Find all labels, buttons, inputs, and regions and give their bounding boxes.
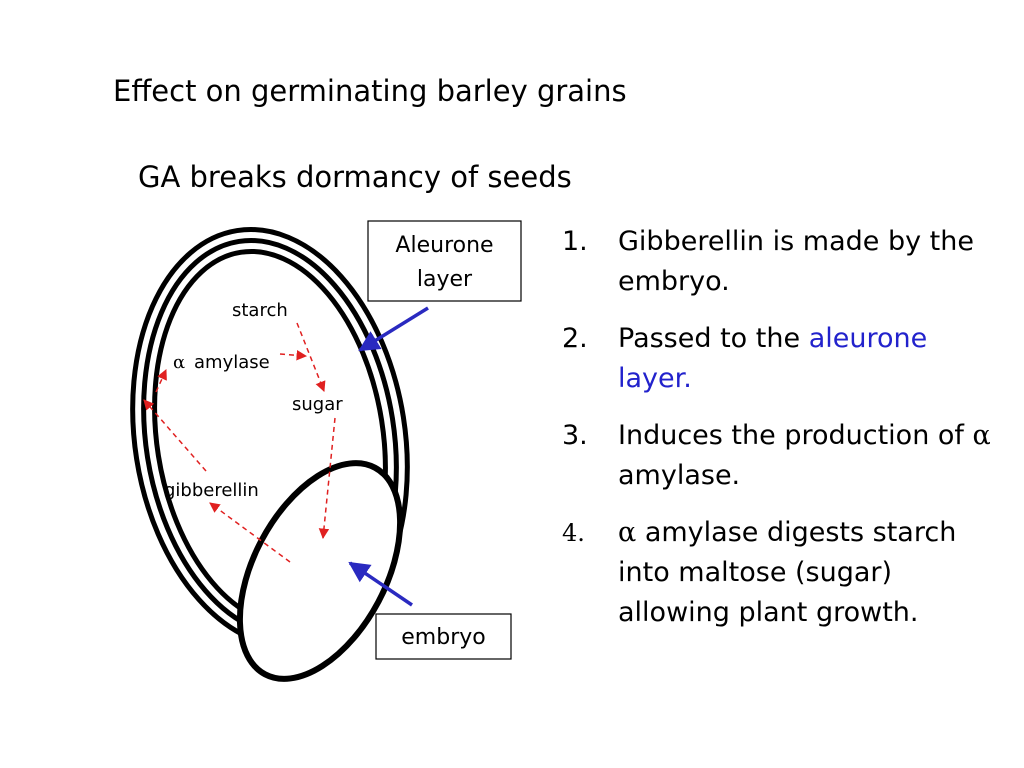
step-1-text: Gibberellin is made by the embryo. [618, 226, 974, 297]
aleurone-label-line1: Aleurone [395, 233, 493, 258]
step-3-text: Induces the production of [618, 420, 964, 451]
flow-arrow-amylase-to-starch [279, 350, 308, 361]
step-4-number: 4. [562, 519, 585, 547]
step-3-number: 3. [562, 420, 588, 451]
aleurone-label-box [367, 220, 522, 302]
alpha-symbol: α [173, 352, 185, 373]
step-1-number: 1. [562, 226, 588, 257]
embryo-shape [236, 460, 404, 682]
embryo-label: embryo [401, 625, 485, 650]
flow-arrow-embryo-to-gibberellin [209, 502, 291, 563]
gibberellin-label: gibberellin [164, 480, 259, 501]
starch-label: starch [232, 300, 288, 321]
step-3: 3. Induces the production of α amylase. [562, 416, 1002, 496]
steps-list: 1. Gibberellin is made by the embryo. 2.… [562, 222, 1002, 650]
step-2-highlight: aleurone layer. [618, 323, 928, 394]
step-2: 2. Passed to the aleurone layer. [562, 319, 1002, 399]
step-2-number: 2. [562, 323, 588, 354]
sugar-label: sugar [292, 394, 343, 415]
embryo-pointer-arrow [348, 561, 413, 607]
flow-arrow-aleurone-to-amylase [155, 369, 167, 393]
embryo-label-box [375, 613, 512, 660]
slide-title: Effect on germinating barley grains [113, 74, 627, 108]
step-4: 4. α amylase digests starch into maltose… [562, 513, 1002, 633]
slide-subtitle: GA breaks dormancy of seeds [138, 160, 572, 194]
aleurone-label-line2: layer [417, 267, 473, 292]
flow-arrow-sugar-to-embryo [318, 417, 336, 540]
amylase-label: amylase [194, 352, 270, 373]
flow-arrow-gibberellin-to-aleurone [143, 399, 207, 472]
flow-arrow-starch-to-sugar [296, 322, 326, 392]
step-3-text-after: amylase. [618, 460, 741, 491]
aleurone-pointer-arrow [358, 306, 429, 352]
step-4-alpha-symbol: α [618, 517, 637, 548]
step-2-text: Passed to the [618, 323, 801, 354]
step-1: 1. Gibberellin is made by the embryo. [562, 222, 1002, 302]
step-3-alpha-symbol: α [972, 420, 991, 451]
step-4-text: amylase digests starch into maltose (sug… [618, 517, 957, 628]
